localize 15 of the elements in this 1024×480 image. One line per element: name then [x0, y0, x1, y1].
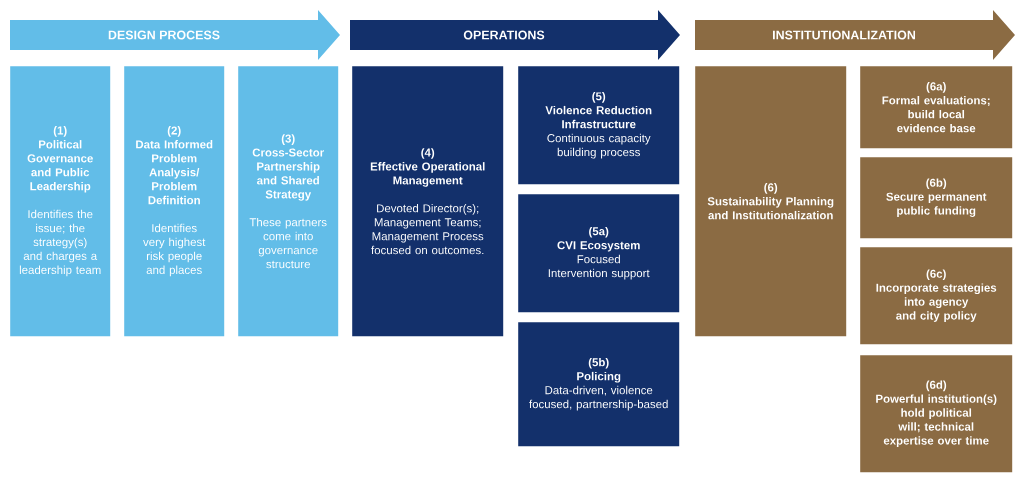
step-box: (6) Sustainability Planning and Institutionalization	[695, 66, 847, 337]
step-box: (5a) CVI Ecosystem Focused Intervention support	[518, 194, 680, 313]
arrow-band: DESIGN PROCESS	[10, 10, 340, 60]
step-box: (5b) Policing Data-driven, violence focused, partnership-based	[518, 322, 680, 447]
step-box: (6b) Secure permanent public funding	[860, 157, 1013, 239]
step-box: (4) Effective Operational Management Devoted Director(s); Management Teams; Management Process focused on outcomes.	[352, 66, 504, 337]
step-box: (3) Cross-Sector Partnership and Shared Strategy These partners come into governance structure	[238, 66, 339, 337]
step-box: (6d) Powerful institution(s) hold political will; technical expertise over time	[860, 355, 1013, 473]
step-box: (6a) Formal evaluations; build local evidence base	[860, 66, 1013, 149]
step-box: (2) Data Informed Problem Analysis/ Problem Definition Identifies very highest risk people and places	[124, 66, 225, 337]
arrow-band: OPERATIONS	[350, 10, 680, 60]
step-box: (1) Political Governance and Public Leadership Identifies the issue; the strategy(s) and charges a leadership team	[10, 66, 111, 337]
arrow-band: INSTITUTIONALIZATION	[695, 10, 1015, 60]
step-box: (5) Violence Reduction Infrastructure Continuous capacity building process	[518, 66, 680, 185]
step-box: (6c) Incorporate strategies into agency and city policy	[860, 247, 1013, 345]
